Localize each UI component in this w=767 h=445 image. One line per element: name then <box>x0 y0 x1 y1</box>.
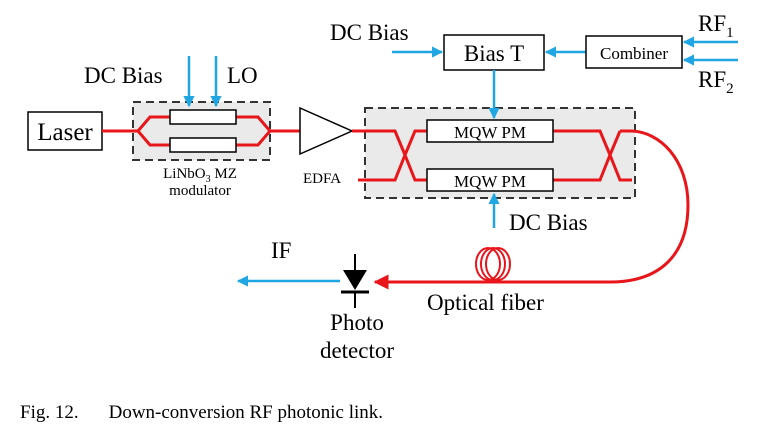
rf2-label: RF2 <box>698 67 734 97</box>
fiber-coil-1 <box>475 247 501 281</box>
laser-label: Laser <box>37 119 93 146</box>
rf1-label: RF1 <box>698 11 734 41</box>
detector-label: detector <box>320 338 394 363</box>
figure-caption: Fig. 12. Down-conversion RF photonic link… <box>20 402 383 424</box>
pm-dc-bias-label: DC Bias <box>509 210 588 235</box>
mz-modulator-label: LiNbO3 MZ <box>163 166 237 185</box>
mz-dc-bias-label: DC Bias <box>84 63 163 88</box>
pm-top-label: MQW PM <box>454 123 526 142</box>
bias-t-box <box>443 34 545 71</box>
bias-t-dc-bias-label: DC Bias <box>330 20 409 45</box>
combiner-label: Combiner <box>600 44 668 63</box>
optical-fiber-path <box>373 129 690 290</box>
fiber-coil-3 <box>485 247 511 281</box>
edfa-label: EDFA <box>303 171 341 187</box>
rf-photonic-link-diagram: Laser DC Bias LO LiNbO3 MZ modulator EDF… <box>27 11 738 363</box>
bias-t-label: Bias T <box>464 41 524 66</box>
photo-label: Photo <box>330 310 384 335</box>
mz-arm-top <box>169 109 237 125</box>
pm-bottom-label: MQW PM <box>454 172 526 191</box>
edfa-amplifier-symbol <box>299 106 354 156</box>
fiber-coil-2 <box>480 247 506 281</box>
pm-top-box <box>426 119 554 143</box>
mz-lo-label: LO <box>227 63 258 88</box>
pm-bottom-box <box>426 168 554 192</box>
optical-fiber-label: Optical fiber <box>427 290 544 315</box>
if-label: IF <box>271 238 291 263</box>
photodiode-symbol <box>343 270 367 290</box>
mz-arm-bottom <box>169 137 237 153</box>
mz-modulator-label-line2: modulator <box>169 183 231 199</box>
figure-number: Fig. 12. <box>20 402 79 423</box>
figure-caption-text: Down-conversion RF photonic link. <box>108 402 384 423</box>
combiner-box <box>585 35 683 69</box>
